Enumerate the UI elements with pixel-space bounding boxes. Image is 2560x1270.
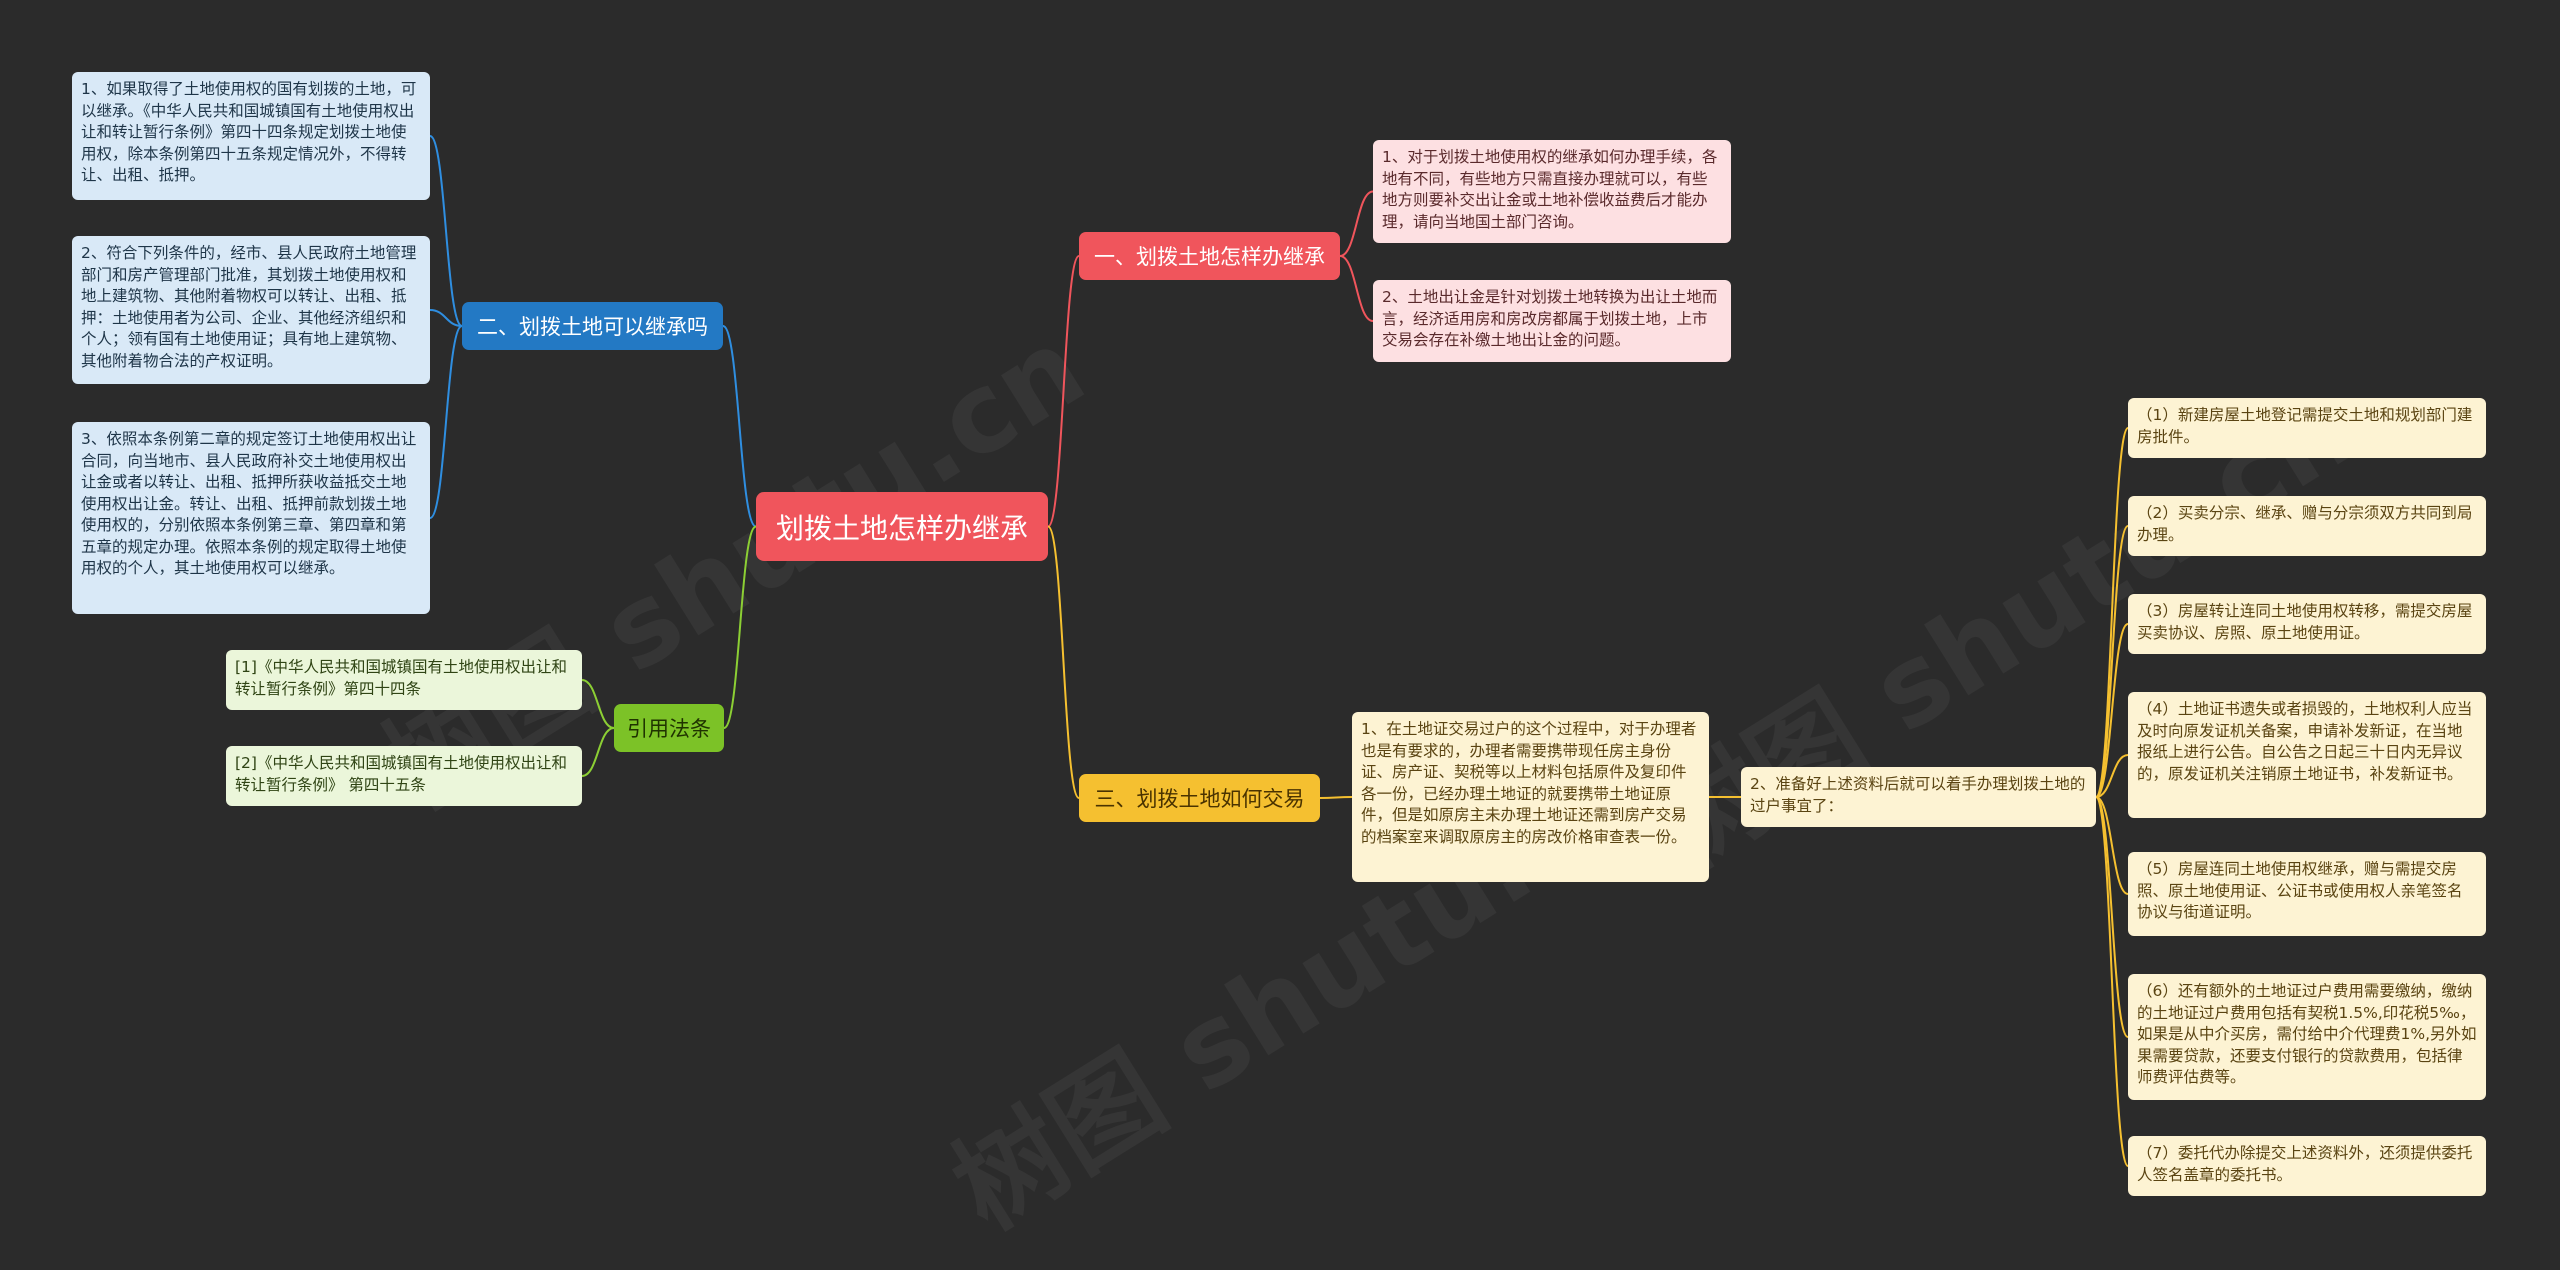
connector-line	[2095, 754, 2129, 798]
leaf-transaction-item-5[interactable]: （5）房屋连同土地使用权继承，赠与需提交房照、原土地使用证、公证书或使用权人亲笔…	[2128, 852, 2486, 936]
leaf-can-inherit-3[interactable]: 3、依照本条例第二章的规定签订土地使用权出让合同，向当地市、县人民政府补交土地使…	[72, 422, 430, 614]
connector-line	[429, 309, 463, 327]
leaf-transaction-step1[interactable]: 1、在土地证交易过户的这个过程中，对于办理者也是有要求的，办理者需要携带现任房主…	[1352, 712, 1709, 882]
leaf-transaction-item-2[interactable]: （2）买卖分宗、继承、赠与分宗须双方共同到局办理。	[2128, 496, 2486, 556]
leaf-citation-1[interactable]: [1]《中华人民共和国城镇国有土地使用权出让和转让暂行条例》第四十四条	[226, 650, 582, 710]
connector-line	[429, 135, 463, 327]
leaf-transaction-item-6[interactable]: （6）还有额外的土地证过户费用需要缴纳，缴纳的土地证过户费用包括有契税1.5%,…	[2128, 974, 2486, 1100]
connector-line	[1047, 525, 1080, 799]
branch-can-inherit[interactable]: 二、划拨土地可以继承吗	[462, 302, 723, 350]
connector-line	[1339, 190, 1374, 257]
connector-line	[581, 679, 615, 729]
central-topic[interactable]: 划拨土地怎样办继承	[756, 492, 1048, 561]
connector-line	[2095, 796, 2129, 1167]
connector-line	[722, 325, 757, 528]
leaf-transaction-item-1[interactable]: （1）新建房屋土地登记需提交土地和规划部门建房批件。	[2128, 398, 2486, 458]
leaf-inherit-how-1[interactable]: 1、对于划拨土地使用权的继承如何办理手续，各地有不同，有些地方只需直接办理就可以…	[1373, 140, 1731, 243]
connector-line	[2095, 427, 2129, 798]
connector-line	[429, 325, 463, 519]
connector-line	[1339, 255, 1374, 322]
branch-transaction[interactable]: 三、划拨土地如何交易	[1079, 774, 1320, 822]
connector-line	[1319, 796, 1353, 799]
connector-line	[2095, 623, 2129, 798]
leaf-transaction-step2[interactable]: 2、准备好上述资料后就可以着手办理划拨土地的过户事宜了：	[1741, 767, 2096, 827]
connector-line	[2095, 796, 2129, 895]
leaf-transaction-item-3[interactable]: （3）房屋转让连同土地使用权转移，需提交房屋买卖协议、房照、原土地使用证。	[2128, 594, 2486, 654]
leaf-citation-2[interactable]: [2]《中华人民共和国城镇国有土地使用权出让和转让暂行条例》 第四十五条	[226, 746, 582, 806]
connector-line	[581, 727, 615, 777]
branch-inherit-how[interactable]: 一、划拨土地怎样办继承	[1079, 232, 1340, 280]
connector-line	[2095, 796, 2129, 1038]
leaf-can-inherit-2[interactable]: 2、符合下列条件的，经市、县人民政府土地管理部门和房产管理部门批准，其划拨土地使…	[72, 236, 430, 384]
connector-line	[2095, 525, 2129, 798]
connector-line	[1047, 255, 1080, 528]
leaf-can-inherit-1[interactable]: 1、如果取得了土地使用权的国有划拨的土地，可以继承。《中华人民共和国城镇国有土地…	[72, 72, 430, 200]
leaf-transaction-item-4[interactable]: （4）土地证书遗失或者损毁的，土地权利人应当及时向原发证机关备案，申请补发新证，…	[2128, 692, 2486, 818]
leaf-inherit-how-2[interactable]: 2、土地出让金是针对划拨土地转换为出让土地而言，经济适用房和房改房都属于划拨土地…	[1373, 280, 1731, 362]
connector-line	[723, 525, 757, 729]
leaf-transaction-item-7[interactable]: （7）委托代办除提交上述资料外，还须提供委托人签名盖章的委托书。	[2128, 1136, 2486, 1196]
branch-citations[interactable]: 引用法条	[614, 704, 724, 752]
